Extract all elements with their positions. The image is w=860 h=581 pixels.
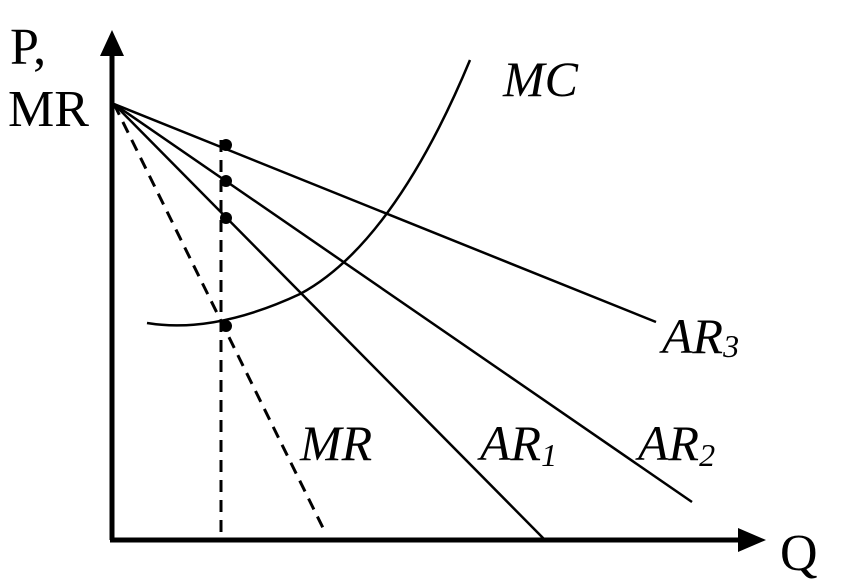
mc-label: MC <box>502 51 579 107</box>
mr-label: MR <box>299 415 372 471</box>
ar2-line <box>113 102 693 504</box>
y-axis-label-line2: MR <box>8 81 89 138</box>
ar3-label: AR3 <box>659 308 739 364</box>
point-ar1 <box>220 212 232 224</box>
ar1-label-sub: 1 <box>541 437 557 473</box>
ar3-line <box>113 102 657 324</box>
ar2-label: AR2 <box>635 415 715 473</box>
x-axis-arrowhead <box>738 528 766 552</box>
ar2-label-main: AR <box>635 415 699 471</box>
y-axis-label-line1: P, <box>10 19 46 76</box>
ar1-line <box>113 103 546 541</box>
ar2-label-sub: 2 <box>699 437 715 473</box>
ar1-label: AR1 <box>477 415 557 473</box>
x-axis-label: Q <box>780 525 818 581</box>
ar3-label-main: AR <box>659 308 723 364</box>
point-mc-mr <box>220 320 232 332</box>
mc-curve <box>146 59 472 327</box>
ar1-label-main: AR <box>477 415 541 471</box>
y-axis-arrowhead <box>100 30 124 56</box>
point-ar2 <box>220 175 232 187</box>
point-ar3 <box>220 139 232 151</box>
ar3-label-sub: 3 <box>722 328 739 364</box>
